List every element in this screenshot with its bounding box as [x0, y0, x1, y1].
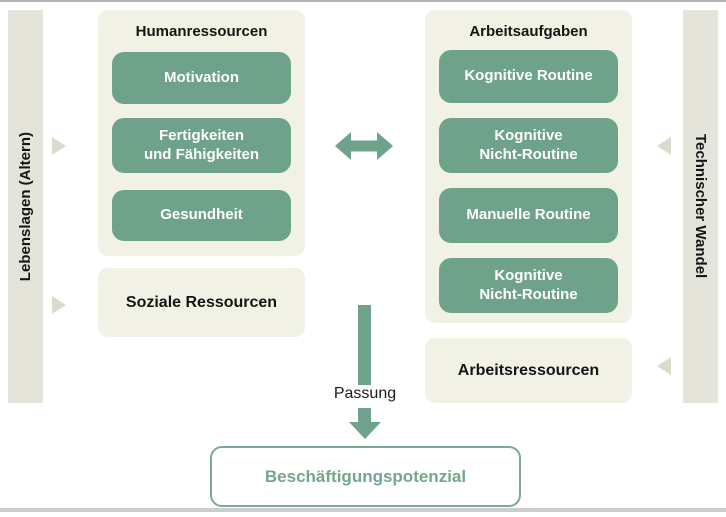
box-kognitive-nicht-routine-1: Kognitive Nicht-Routine [439, 118, 618, 173]
triangle-left-icon [657, 137, 671, 155]
arrow-down-icon [349, 422, 381, 439]
passung-arrow-stub [358, 408, 371, 422]
arbeitsaufgaben-title: Arbeitsaufgaben [469, 23, 588, 40]
beschaeftigungspotenzial-box: Beschäftigungspotenzial [210, 446, 521, 507]
humanressourcen-panel: Humanressourcen Motivation Fertigkeiten … [98, 10, 305, 256]
triangle-right-icon [52, 296, 66, 314]
passung-label: Passung [333, 385, 397, 402]
box-kognitive-nicht-routine-2: Kognitive Nicht-Routine [439, 258, 618, 313]
box-kognitive-routine: Kognitive Routine [439, 50, 618, 103]
box-motivation: Motivation [112, 52, 291, 104]
arbeitsaufgaben-panel: Arbeitsaufgaben Kognitive Routine Kognit… [425, 10, 632, 323]
triangle-right-icon [52, 137, 66, 155]
soziale-ressourcen-box: Soziale Ressourcen [98, 268, 305, 337]
box-manuelle-routine: Manuelle Routine [439, 188, 618, 243]
top-divider [0, 0, 726, 2]
lebenslagen-bar: Lebenslagen (Altern) [8, 10, 43, 403]
bottom-divider [0, 508, 726, 512]
box-fertigkeiten-faehigkeiten: Fertigkeiten und Fähigkeiten [112, 118, 291, 173]
triangle-left-icon [657, 357, 671, 375]
technischer-wandel-label: Technischer Wandel [692, 134, 709, 279]
technischer-wandel-bar: Technischer Wandel [683, 10, 718, 403]
arbeitsressourcen-box: Arbeitsressourcen [425, 338, 632, 403]
lebenslagen-label: Lebenslagen (Altern) [17, 131, 34, 282]
passung-arrow-shaft [358, 305, 371, 385]
double-arrow-icon [335, 132, 393, 160]
humanressourcen-title: Humanressourcen [135, 23, 268, 40]
box-gesundheit: Gesundheit [112, 190, 291, 241]
